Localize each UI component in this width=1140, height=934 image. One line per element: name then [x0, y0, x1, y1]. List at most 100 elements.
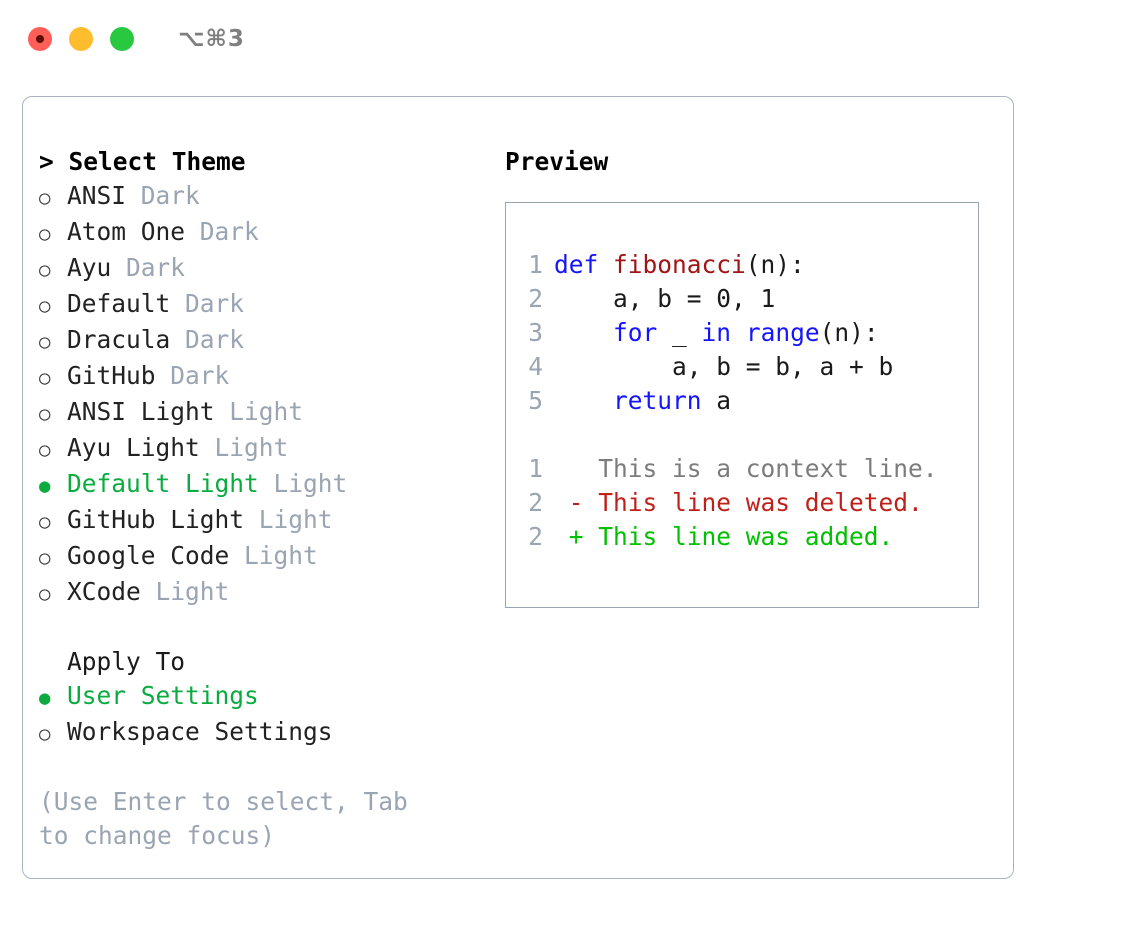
theme-option-variant: Dark — [140, 181, 200, 210]
radio-unselected-icon: ○ — [39, 439, 51, 461]
line-number: 3 — [528, 318, 543, 347]
theme-option-variant: Dark — [184, 289, 244, 318]
theme-option-label: GitHub Light — [67, 505, 245, 534]
theme-option-github-light[interactable]: ○ GitHub Light Light — [39, 503, 493, 539]
theme-option-label: Ayu — [67, 253, 112, 282]
theme-option-label: Default Light — [67, 469, 259, 498]
code-line: 4 a, b = b, a + b — [506, 350, 978, 384]
code-line-text: return a — [554, 384, 731, 418]
theme-option-ansi[interactable]: ○ ANSI Dark — [39, 179, 493, 215]
code-token — [554, 386, 613, 415]
theme-option-label: Google Code — [67, 541, 230, 570]
code-token: + This line was added. — [554, 522, 894, 551]
radio-unselected-icon: ○ — [39, 723, 51, 745]
apply-to-list[interactable]: ● User Settings ○ Workspace Settings — [39, 679, 493, 751]
code-token — [554, 318, 613, 347]
minimize-button[interactable] — [69, 27, 93, 51]
theme-option-label: GitHub — [67, 361, 156, 390]
code-line-text: a, b = b, a + b — [554, 350, 893, 384]
line-number: 2 — [528, 522, 543, 551]
theme-option-variant: Light — [229, 397, 303, 426]
theme-option-variant: Dark — [199, 217, 259, 246]
help-text: (Use Enter to select, Tab to change focu… — [39, 787, 423, 850]
diff-block: 1 This is a context line.2 - This line w… — [506, 452, 978, 554]
code-token: a, b = 0, 1 — [554, 284, 776, 313]
theme-option-variant: Light — [273, 469, 348, 498]
code-line: 3 for _ in range(n): — [506, 316, 978, 350]
diff-line: 2 - This line was deleted. — [506, 486, 978, 520]
apply-to-option-user-settings[interactable]: ● User Settings — [39, 679, 493, 715]
theme-option-label: Atom One — [67, 217, 186, 246]
line-number: 4 — [528, 352, 543, 381]
theme-option-label: Dracula — [67, 325, 171, 354]
diff-line-text: + This line was added. — [554, 520, 894, 554]
code-line-text: a, b = 0, 1 — [554, 282, 775, 316]
line-number: 5 — [528, 386, 543, 415]
code-line: 5 return a — [506, 384, 978, 418]
radio-unselected-icon: ○ — [39, 511, 51, 533]
code-token: (n): — [745, 250, 805, 279]
theme-option-variant: Light — [155, 577, 230, 606]
code-token: in — [701, 318, 732, 347]
select-theme-heading: > Select Theme — [39, 147, 246, 176]
theme-option-variant: Dark — [170, 361, 230, 390]
window-titlebar: ⌥⌘3 — [0, 0, 1140, 78]
code-token: def — [554, 250, 614, 279]
code-token: _ — [657, 318, 702, 347]
apply-to-option-label: Workspace Settings — [67, 717, 333, 746]
theme-option-label: ANSI — [67, 181, 127, 210]
code-token: a, b = b, a + b — [554, 352, 894, 381]
theme-option-github[interactable]: ○ GitHub Dark — [39, 359, 493, 395]
diff-line-text: This is a context line. — [554, 452, 937, 486]
radio-unselected-icon: ○ — [39, 367, 51, 389]
apply-to-option-label: User Settings — [67, 681, 259, 710]
theme-option-label: XCode — [67, 577, 141, 606]
theme-option-dracula[interactable]: ○ Dracula Dark — [39, 323, 493, 359]
code-token: return — [613, 386, 702, 415]
code-line-text: def fibonacci(n): — [554, 248, 805, 282]
theme-option-variant: Light — [243, 541, 318, 570]
window-title: ⌥⌘3 — [178, 26, 245, 52]
theme-option-variant: Dark — [184, 325, 244, 354]
code-line-text: for _ in range(n): — [554, 316, 879, 350]
theme-option-label: Default — [67, 289, 171, 318]
code-line: 2 a, b = 0, 1 — [506, 282, 978, 316]
radio-selected-icon: ● — [39, 475, 51, 497]
list-spacer — [39, 611, 493, 645]
line-number: 2 — [528, 284, 543, 313]
code-token: a — [701, 386, 732, 415]
maximize-button[interactable] — [110, 27, 134, 51]
theme-option-variant: Light — [258, 505, 333, 534]
diff-line: 1 This is a context line. — [506, 452, 978, 486]
apply-to-option-workspace-settings[interactable]: ○ Workspace Settings — [39, 715, 493, 751]
code-token: - This line was deleted. — [554, 488, 923, 517]
radio-selected-icon: ● — [39, 687, 51, 709]
theme-option-xcode[interactable]: ○ XCode Light — [39, 575, 493, 611]
radio-unselected-icon: ○ — [39, 403, 51, 425]
radio-unselected-icon: ○ — [39, 259, 51, 281]
radio-unselected-icon: ○ — [39, 583, 51, 605]
line-number: 1 — [528, 454, 543, 483]
code-token: for — [613, 318, 658, 347]
diff-line: 2 + This line was added. — [506, 520, 978, 554]
line-number: 2 — [528, 488, 543, 517]
code-gap — [506, 418, 978, 452]
preview-heading: Preview — [505, 147, 609, 176]
line-number: 1 — [528, 250, 543, 279]
radio-unselected-icon: ○ — [39, 187, 51, 209]
theme-option-default-light[interactable]: ● Default Light Light — [39, 467, 493, 503]
radio-unselected-icon: ○ — [39, 331, 51, 353]
close-button[interactable] — [28, 27, 52, 51]
